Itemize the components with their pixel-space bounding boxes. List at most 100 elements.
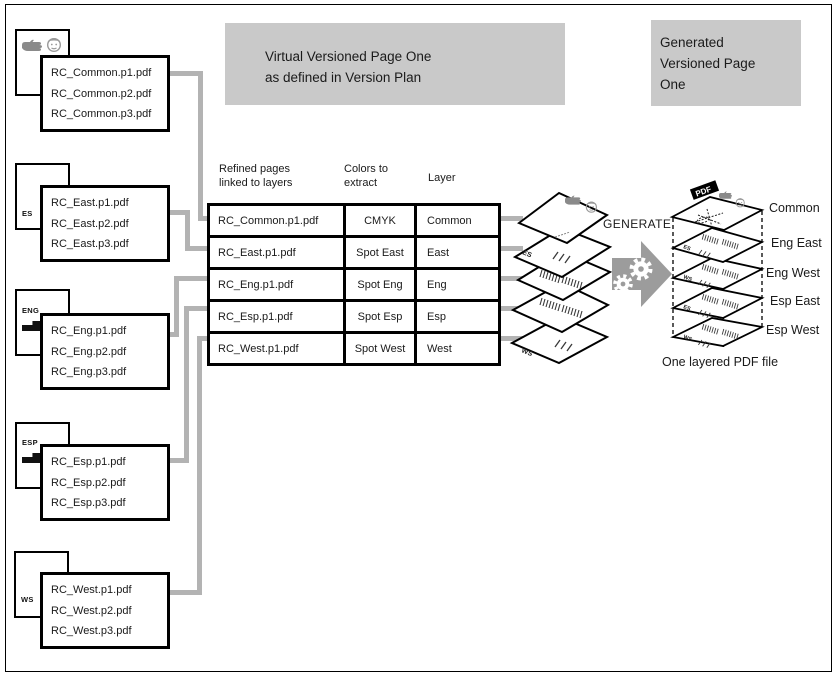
page-label-eng: ENG bbox=[22, 306, 40, 315]
layer-label-eng-west: Eng West bbox=[766, 266, 820, 280]
diagram-border bbox=[5, 4, 832, 672]
cell-color: CMYK bbox=[343, 203, 417, 238]
cell-file: RC_West.p1.pdf bbox=[207, 331, 346, 366]
page-label-es: ES bbox=[22, 209, 33, 218]
file-name: RC_West.p3.pdf bbox=[51, 625, 132, 638]
file-name: RC_Common.p3.pdf bbox=[51, 108, 152, 121]
file-name: RC_Common.p2.pdf bbox=[51, 87, 152, 100]
generate-label: GENERATE bbox=[603, 217, 672, 231]
virtual-page-title-line1: Virtual Versioned Page One bbox=[265, 49, 432, 64]
connector-west bbox=[163, 590, 202, 595]
file-list-common: RC_Common.p1.pdf RC_Common.p2.pdf RC_Com… bbox=[40, 55, 170, 132]
connector-common bbox=[198, 216, 209, 221]
file-name: RC_Eng.p1.pdf bbox=[51, 324, 127, 337]
generate-flow-graphic: WS ES WS ES WS ES PDF bbox=[509, 180, 765, 365]
horn-icon bbox=[22, 453, 41, 463]
pdf-layer-eng-east bbox=[670, 227, 765, 263]
connector-eng bbox=[174, 276, 179, 337]
file-name: RC_Esp.p1.pdf bbox=[51, 455, 126, 468]
file-name: RC_West.p2.pdf bbox=[51, 604, 132, 617]
gear-icon bbox=[629, 257, 653, 281]
file-name: RC_Eng.p2.pdf bbox=[51, 345, 127, 358]
file-list-west: RC_West.p1.pdf RC_West.p2.pdf RC_West.p3… bbox=[40, 572, 170, 649]
cell-layer: East bbox=[414, 235, 501, 270]
header-line: Refined pages bbox=[219, 163, 290, 175]
file-name: RC_Esp.p3.pdf bbox=[51, 497, 126, 510]
connector-east bbox=[185, 210, 190, 251]
layer-mapping-table: RC_Common.p1.pdf CMYK Common RC_East.p1.… bbox=[207, 203, 501, 366]
header-line: Colors to bbox=[344, 163, 389, 175]
page-mark-es: ES bbox=[521, 249, 533, 259]
cell-file: RC_East.p1.pdf bbox=[207, 235, 346, 270]
pdf-badge: PDF bbox=[689, 180, 720, 200]
file-name: RC_East.p2.pdf bbox=[51, 217, 129, 230]
column-header-layer: Layer bbox=[428, 172, 456, 186]
virtual-page-box: Virtual Versioned Page One as defined in… bbox=[225, 23, 565, 105]
layer-label-esp-east: Esp East bbox=[770, 294, 821, 308]
connector-row-eng bbox=[488, 276, 523, 281]
horn-icon bbox=[22, 321, 41, 331]
face-icon bbox=[735, 197, 745, 208]
file-list-east: RC_East.p1.pdf RC_East.p2.pdf RC_East.p3… bbox=[40, 185, 170, 262]
pdf-layer-common bbox=[669, 196, 765, 231]
file-list-esp: RC_Esp.p1.pdf RC_Esp.p2.pdf RC_Esp.p3.pd… bbox=[40, 444, 170, 521]
pdf-layer-esp-east bbox=[670, 287, 765, 319]
stack-page-east bbox=[512, 226, 613, 279]
hand-icon bbox=[22, 39, 42, 51]
connector-row-common bbox=[488, 216, 523, 221]
table-row: RC_Common.p1.pdf CMYK Common bbox=[207, 203, 501, 238]
connector-esp bbox=[184, 306, 189, 463]
cell-color: Spot East bbox=[343, 235, 417, 270]
column-header-refined-pages: Refined pages linked to layers bbox=[219, 163, 292, 190]
page-label-ws: WS bbox=[21, 595, 34, 604]
pdf-layer-eng-west bbox=[670, 257, 765, 290]
connector-common bbox=[198, 71, 203, 221]
connector-row-east bbox=[488, 246, 523, 251]
table-row: RC_East.p1.pdf Spot East East bbox=[207, 235, 501, 270]
cell-color: Spot Eng bbox=[343, 267, 417, 302]
header-line: linked to layers bbox=[219, 176, 293, 189]
connector-west bbox=[197, 336, 209, 341]
cell-file: RC_Common.p1.pdf bbox=[207, 203, 346, 238]
generated-page-box: Generated Versioned Page One bbox=[651, 20, 801, 106]
connector-east bbox=[185, 246, 209, 251]
connector-row-west bbox=[488, 336, 523, 341]
generated-title-line1: Generated bbox=[660, 35, 724, 50]
virtual-page-title-line2: as defined in Version Plan bbox=[265, 70, 422, 85]
layer-label-eng-east: Eng East bbox=[771, 236, 822, 250]
output-caption: One layered PDF file bbox=[662, 355, 779, 369]
connector-west bbox=[197, 336, 202, 595]
file-name: RC_Eng.p3.pdf bbox=[51, 366, 127, 379]
hand-icon bbox=[719, 191, 732, 199]
page-label-esp: ESP bbox=[22, 438, 38, 447]
file-name: RC_East.p3.pdf bbox=[51, 238, 129, 251]
layer-mark: WS bbox=[682, 274, 693, 283]
layer-mark: ES bbox=[682, 244, 691, 252]
header-line: extract bbox=[344, 176, 378, 189]
file-name: RC_East.p1.pdf bbox=[51, 196, 129, 209]
layer-label-esp-west: Esp West bbox=[766, 323, 820, 337]
file-list-eng: RC_Eng.p1.pdf RC_Eng.p2.pdf RC_Eng.p3.pd… bbox=[40, 313, 170, 390]
layer-mark: ES bbox=[682, 304, 691, 312]
cell-file: RC_Esp.p1.pdf bbox=[207, 299, 346, 334]
table-row: RC_Esp.p1.pdf Spot Esp Esp bbox=[207, 299, 501, 334]
face-icon bbox=[46, 37, 62, 52]
cell-layer: West bbox=[414, 331, 501, 366]
connector-esp bbox=[163, 458, 189, 463]
table-row: RC_West.p1.pdf Spot West West bbox=[207, 331, 501, 366]
stack-page-common bbox=[517, 191, 610, 245]
connector-common bbox=[163, 71, 203, 76]
connector-east bbox=[163, 210, 190, 215]
gear-icon bbox=[613, 274, 633, 294]
page-scribble bbox=[554, 231, 571, 238]
cell-color: Spot Esp bbox=[343, 299, 417, 334]
layer-label-common: Common bbox=[769, 201, 820, 215]
connector-eng bbox=[163, 332, 179, 337]
connector-esp bbox=[184, 306, 209, 311]
cell-color: Spot West bbox=[343, 331, 417, 366]
file-name: RC_Esp.p2.pdf bbox=[51, 476, 126, 489]
cell-layer: Eng bbox=[414, 267, 501, 302]
file-name: RC_West.p1.pdf bbox=[51, 583, 132, 596]
connector-row-esp bbox=[488, 306, 523, 311]
header-line: Layer bbox=[428, 172, 456, 184]
